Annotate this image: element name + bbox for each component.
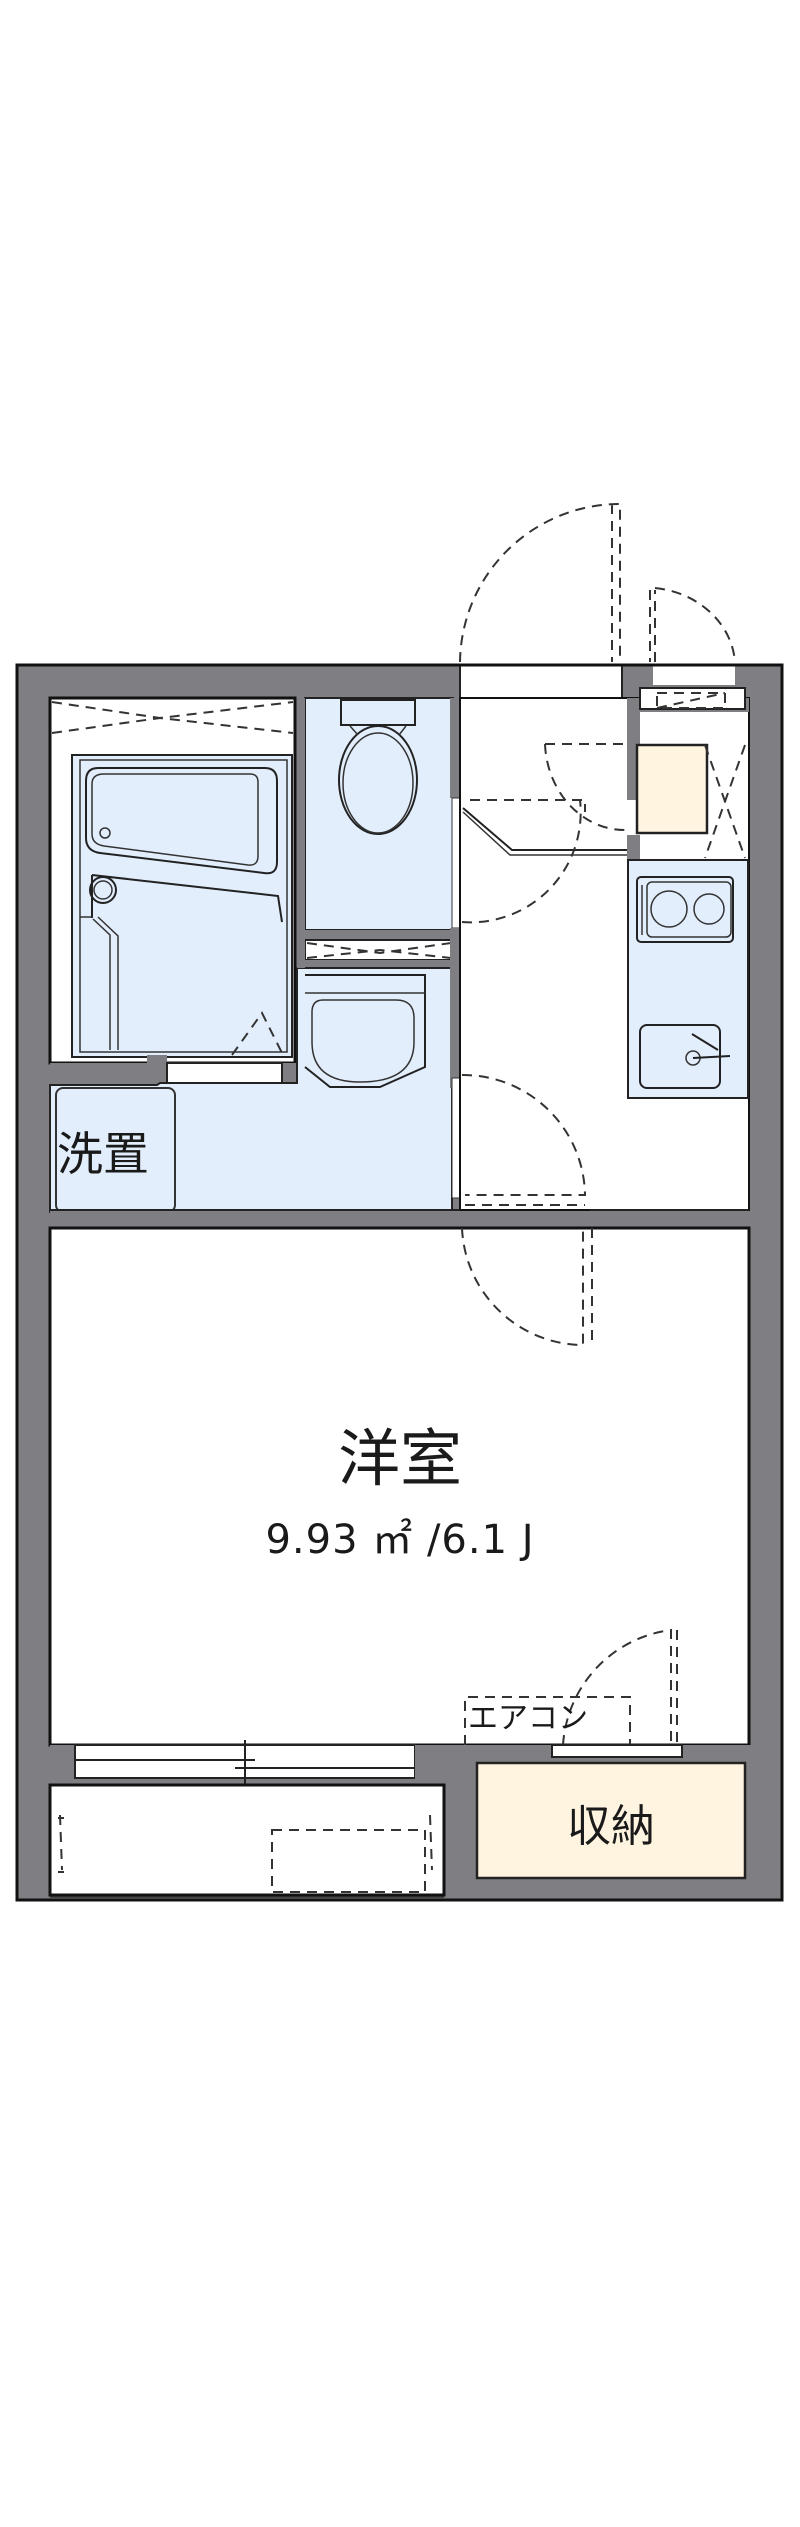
washing-machine-label: 洗置 (57, 1127, 149, 1181)
room-name-western: 洋室 (337, 1422, 462, 1495)
bathroom (48, 696, 297, 1065)
storage-closet (475, 1761, 747, 1880)
western-room (48, 1226, 751, 1747)
toilet-room (304, 697, 454, 931)
aircon-label: エアコン (468, 1701, 588, 1736)
washroom (49, 967, 453, 1213)
room-area: 9.93 ㎡ /6.1 J (265, 1517, 535, 1563)
entrance-kitchen (459, 502, 750, 1211)
storage-label: 収納 (567, 1801, 655, 1852)
balcony (48, 1783, 446, 1898)
